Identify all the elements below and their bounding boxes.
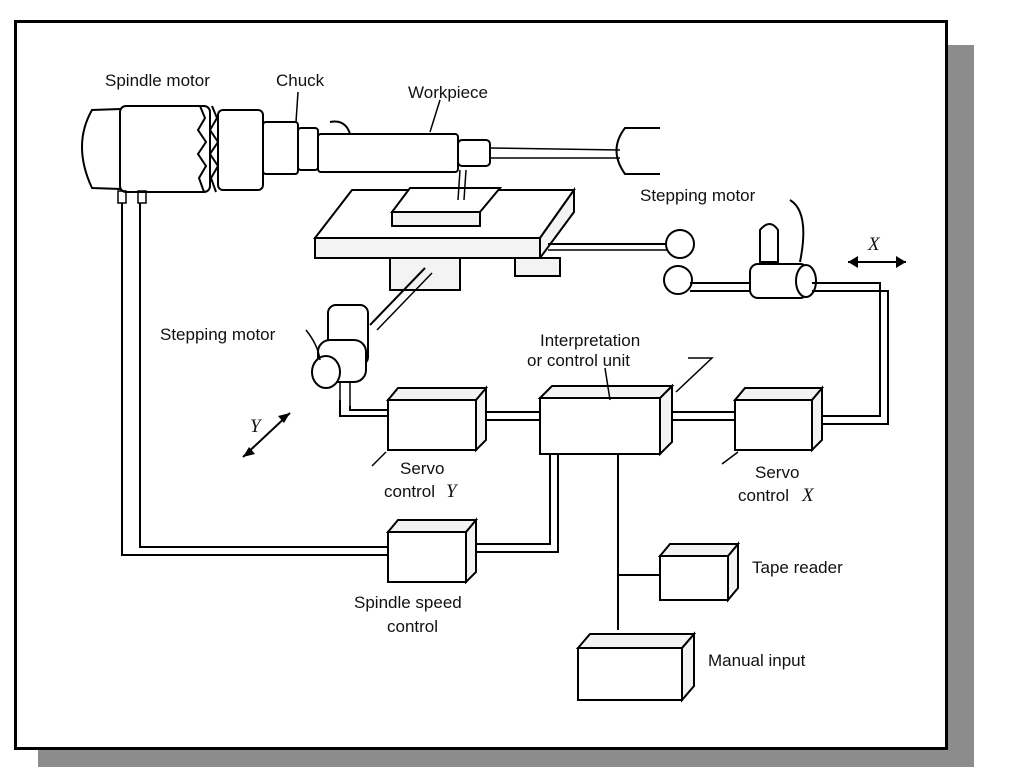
label-chuck: Chuck <box>276 71 325 90</box>
stepping-motor-x <box>749 199 817 299</box>
label-servo-x-axis: X <box>801 485 815 506</box>
label-spindle-speed: Spindle speed <box>354 593 462 612</box>
x-axis-arrow <box>848 256 906 268</box>
wiring <box>121 203 889 630</box>
stepping-motor-y <box>311 267 433 406</box>
label-manual-input: Manual input <box>708 651 806 670</box>
spindle-motor <box>81 105 264 204</box>
y-axis-arrow <box>242 412 291 458</box>
label-servo-y-axis: Y <box>446 481 459 502</box>
tape-reader-box <box>657 541 741 603</box>
x-lead-screw <box>548 229 760 295</box>
workpiece <box>317 127 660 175</box>
label-servo-y-2: control <box>384 482 435 501</box>
spindle-speed-control-box <box>385 517 479 585</box>
leader-lines <box>295 91 739 467</box>
label-servo-x-1: Servo <box>755 463 799 482</box>
servo-control-x-box <box>732 385 825 453</box>
label-servo-y-1: Servo <box>400 459 444 478</box>
label-interpretation: Interpretation <box>540 331 640 350</box>
label-spindle-speed-control: control <box>387 617 438 636</box>
label-stepping-motor-x: Stepping motor <box>640 186 756 205</box>
manual-input-box <box>575 631 697 703</box>
label-stepping-motor-y: Stepping motor <box>160 325 276 344</box>
label-workpiece: Workpiece <box>408 83 488 102</box>
label-control-unit: or control unit <box>527 351 630 370</box>
label-tape-reader: Tape reader <box>752 558 843 577</box>
label-axis-y: Y <box>250 416 263 437</box>
control-unit-box <box>537 383 675 457</box>
label-axis-x: X <box>867 234 881 255</box>
label-servo-x-2: control <box>738 486 789 505</box>
label-spindle-motor: Spindle motor <box>105 71 210 90</box>
servo-control-y-box <box>385 385 489 453</box>
work-table <box>312 169 576 291</box>
